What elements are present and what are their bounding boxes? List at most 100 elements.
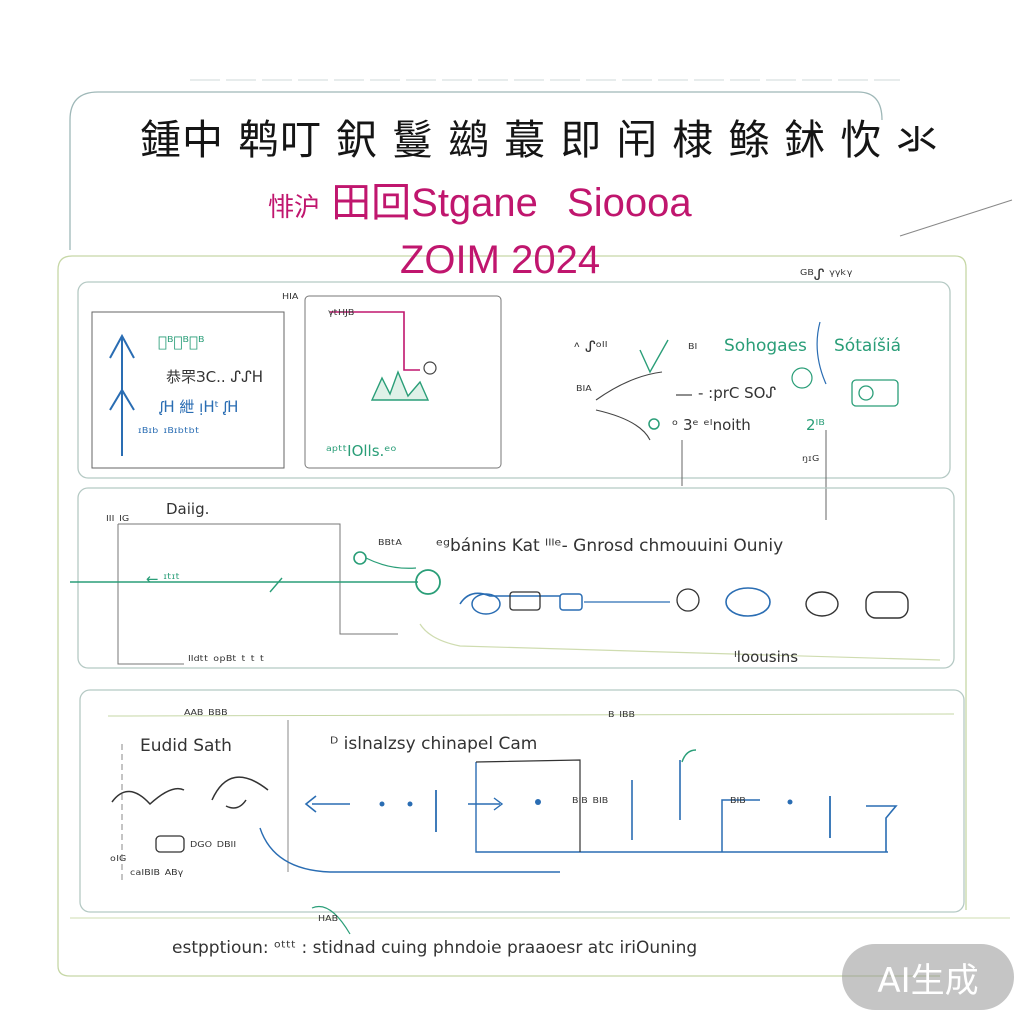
- mountain-icon: [370, 370, 430, 401]
- outer-frame-bottom: [57, 270, 940, 977]
- right-label-c: ᴮᴵ: [688, 340, 698, 358]
- outer-frame-main: [57, 255, 967, 910]
- mid-node-link: [365, 557, 417, 569]
- chain-end-block: [865, 591, 909, 619]
- solo-label: Sohogaes: [724, 336, 807, 356]
- mid-arrow-label: ← ᶦᵗᶦᵗ: [146, 570, 181, 588]
- mid-baseline: [419, 623, 941, 661]
- subtitle-suffix: Sioooa: [567, 181, 692, 225]
- sun-icon: [423, 361, 437, 375]
- top-mid-box: [304, 295, 502, 469]
- mid-bracket: [118, 523, 398, 635]
- footer-green-curve: [311, 906, 351, 935]
- mid-small-node: [353, 551, 367, 565]
- green-ring-icon: [791, 367, 813, 389]
- diagram-title: 鍾中 鹎叮 鈬 鬘 鹚 蕞 即 闬 棣 鲦 鉥 忺 氺: [140, 116, 939, 164]
- small-green-dot: [648, 418, 660, 430]
- dot-3: [535, 799, 541, 805]
- mid-left-tag: ᴵᴵᴵ ᴵᴳ: [106, 512, 130, 530]
- diagram-year: ZOIM 2024: [400, 238, 600, 283]
- bottom-flow-frame: [475, 762, 888, 853]
- year-prefix: ZOIM: [400, 238, 500, 282]
- bottom-tag-right: ᴮ ᴵᴮᴮ: [608, 708, 635, 726]
- bottom-item-mid: ᴰ islnalzsy chinapel Cam: [330, 734, 538, 754]
- grad-label: ᵒ 3ᵉ ᵉᴵnoith: [672, 416, 751, 434]
- curve-blue: [816, 321, 827, 385]
- device-icon-lens: [858, 385, 874, 401]
- device-icon: [851, 379, 899, 407]
- bottom-arrow-right: [468, 797, 504, 811]
- squiggle-right: [211, 776, 269, 809]
- mid-heading: Daiig.: [166, 500, 210, 518]
- mid-panel-border: [77, 487, 955, 669]
- chain-coupler-3: [805, 591, 839, 617]
- bottom-step-1: [721, 799, 760, 852]
- ai-generated-badge: AI生成: [842, 944, 1014, 1010]
- outer-frame-top: [69, 91, 883, 121]
- bottom-foot-label: ᶜᵃᴵᴮᴵᴮ ᴬᴮᵞ: [130, 866, 184, 884]
- subtitle-prefix: 悱沪: [268, 192, 321, 222]
- bottom-item-left: Eudid Sath: [140, 736, 232, 756]
- up-arrow-head-upper: [109, 333, 135, 359]
- top-left-box: [91, 311, 285, 469]
- mid-box-tag-left: ᴴᴵᴬ: [282, 290, 299, 308]
- cpu-label: - :prC SOᔑ: [698, 384, 777, 402]
- subtitle-box: 田回: [331, 181, 412, 225]
- mid-box-caption: ᵃᵖᵗᵗIOlls.ᵉᵒ: [326, 442, 397, 460]
- mid-box-tag-top: ᵞᵗᴴᴶᴮ: [328, 306, 355, 324]
- squiggle-left: [111, 787, 185, 806]
- subtitle-main: Stgane: [411, 181, 538, 225]
- right-label-b: ᴮᴵᴬ: [576, 382, 592, 400]
- up-arrow-head-lower: [109, 388, 135, 411]
- bottom-flow-curve: [259, 827, 560, 873]
- bottom-flow-inner: [475, 759, 581, 852]
- mid-desc-prefix: ᴮᴮᵗᴬ: [378, 536, 402, 554]
- mid-bottom-right: ᴵloousins: [734, 648, 799, 666]
- curve-connector-1: [595, 371, 663, 401]
- bottom-arrow-left: [304, 795, 350, 813]
- green-hook: [681, 749, 697, 763]
- bottom-code-label: ᴰᴳᴼ ᴰᴮᴵᴵ: [190, 838, 237, 856]
- mid-tick-mark: [269, 577, 283, 593]
- bottom-tag-top: ᴬᴬᴮ ᴮᴮᴮ: [184, 706, 228, 724]
- chain-coupler-1: [471, 593, 501, 615]
- chain-ring: [676, 588, 700, 612]
- bottom-sequence-1: ᴮᴵᴮ ᴮᴵᴮ: [572, 794, 609, 812]
- chain-block-1: [509, 591, 541, 611]
- bottom-step-2: [866, 805, 898, 852]
- bottom-right-label: ᵑᶦᴳ: [802, 452, 820, 470]
- dot-1: [379, 801, 385, 807]
- dot-4: [787, 799, 793, 805]
- left-box-line-2: 恭罘ЗC.. ᔑᔑᕼ: [166, 368, 264, 386]
- bottom-small-label: ᵒᴵᴳ: [110, 852, 127, 870]
- chain-block-2: [559, 593, 583, 611]
- num-label: 2ᴵᴮ: [806, 416, 825, 434]
- mid-bottom-left: ᴵᴵᵈᵗᵗ ᵒᵖᴮᵗ ᵗ ᵗ ᵗ: [188, 652, 265, 670]
- chain-coupler-2: [725, 587, 771, 617]
- top-right-label: ᴳᴮᔑ ᵞᵞᵏᵞ: [800, 266, 853, 284]
- year-value: 2024: [511, 238, 601, 282]
- corner-stroke: [899, 199, 1013, 237]
- solo-label-2: Sótaíšiá: [834, 336, 901, 356]
- dot-2: [407, 801, 413, 807]
- left-box-line-1: ᪼ᴮ᪼ᴮ᪼ᴮ: [158, 333, 205, 351]
- mid-bracket-left: [117, 524, 184, 665]
- footer-corner-label: ᴴᴬᴮ: [318, 912, 339, 930]
- check-icon: [639, 339, 669, 374]
- bottom-panel-border: [79, 689, 965, 913]
- mid-box-connector: [330, 311, 420, 371]
- mid-description: ᵉᵍbánins Kat ᴵᴵᴵᵉ- Gnrosd chmouuini Ouni…: [436, 536, 784, 556]
- bottom-sequence-2: ᴮᴵᴮ: [730, 794, 746, 812]
- chain-link-1: [459, 592, 560, 605]
- diagram-subtitle: 悱沪 田回Stgane Sioooa: [268, 170, 692, 228]
- mid-green-node: [415, 569, 441, 595]
- footer-caption: estpptioun: ᵒᵗᵗᵗ : stidnad cuing phndoie…: [172, 938, 698, 958]
- left-box-line-4: ᶦᴮᶦᵇ ᶦᴮᶦᵇᵗᵇᵗ: [138, 424, 200, 442]
- left-box-line-3: ᶘᕼ 紲 ᴉᕼᵗ ᶘᕼ: [160, 398, 239, 416]
- top-panel-border: [77, 281, 951, 479]
- small-block: [155, 835, 185, 853]
- bottom-inner-top: [107, 713, 955, 717]
- curve-connector-2: [595, 409, 651, 441]
